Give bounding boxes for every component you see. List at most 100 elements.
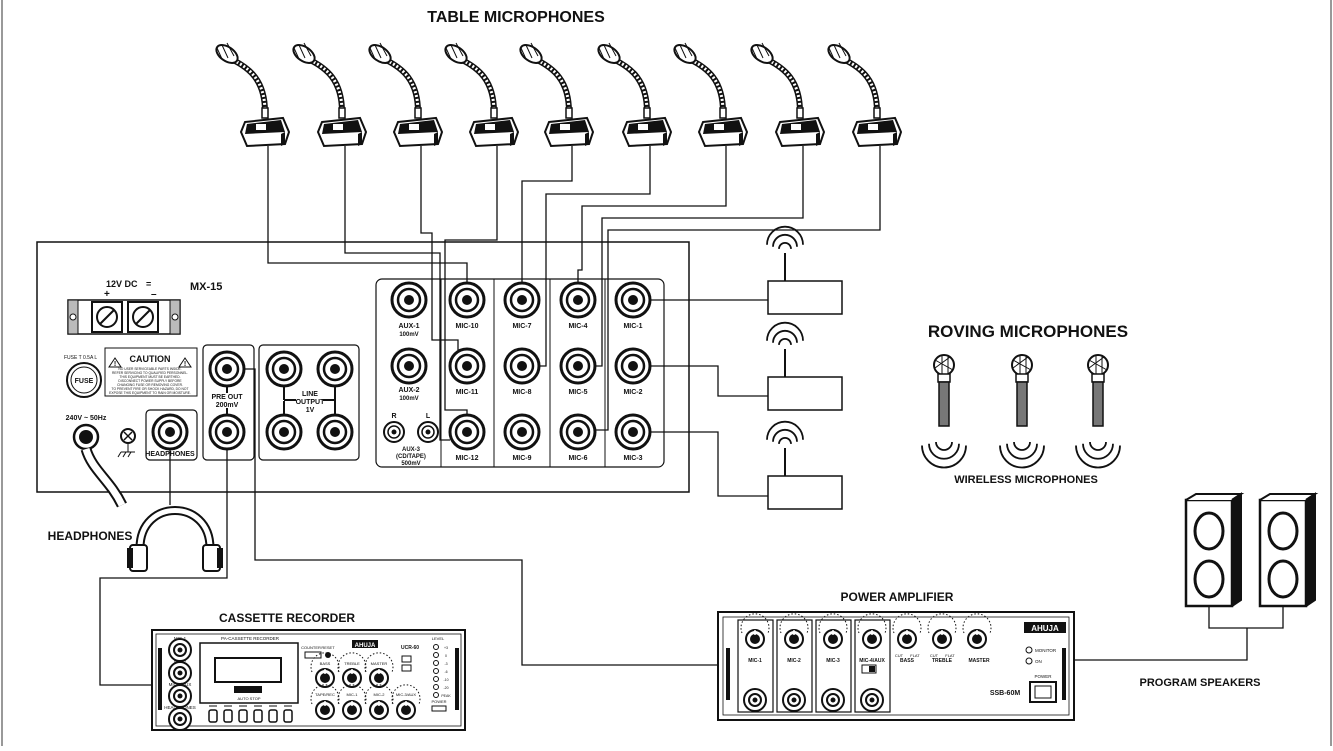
mic-jack-label: MIC-9 xyxy=(512,455,531,462)
caution-text-line: THIS EQUIPMENT MUST BE EARTHED. xyxy=(119,375,180,379)
cassette-counter: COUNTER xyxy=(301,645,321,650)
cassette-knob-label: MIC-3/AUX xyxy=(396,692,417,697)
amp-channel-label: MIC-2 xyxy=(787,658,801,664)
cassette-side-jack xyxy=(168,661,192,685)
mic-jack xyxy=(559,281,597,319)
table-mic xyxy=(215,42,291,148)
cassette-knob-label: MIC-1 xyxy=(347,692,359,697)
transport-key xyxy=(283,709,293,723)
cassette-model: UCR-60 xyxy=(401,645,419,651)
speaker-cables xyxy=(1074,606,1284,661)
aux1-level: 100mV xyxy=(399,332,418,338)
caution-text-line: CHANGING FUSE OR REMOVING COVER. xyxy=(117,383,183,387)
fuse-label: FUSE xyxy=(75,378,94,385)
level-led-label: -6 xyxy=(444,670,447,674)
amp-channel-jack xyxy=(821,688,845,712)
receiver-cable xyxy=(651,431,768,497)
level-led-label: -20 xyxy=(443,686,448,690)
input-section-box xyxy=(375,278,665,468)
mic-jack xyxy=(503,347,541,385)
fuse-holder: FUSE xyxy=(66,362,102,398)
mic-cable xyxy=(540,146,651,367)
caution-text-line: EXPOSE THIS EQUIPMENT TO RAIN OR MOISTUR… xyxy=(109,391,191,395)
aux3-sub: (CD/TAPE) xyxy=(396,454,426,460)
dc-terminal xyxy=(67,299,181,335)
mic-jack-label: MIC-11 xyxy=(456,389,479,396)
amp-channel-strip xyxy=(776,619,813,713)
wireless-receiver xyxy=(766,321,843,411)
level-led-label: PEAK xyxy=(441,694,451,698)
level-led-label: 0 xyxy=(445,654,447,658)
amp-channel-label: MIC-4/AUX xyxy=(859,658,885,664)
transport-key xyxy=(223,709,233,723)
transport-key xyxy=(268,709,278,723)
line-output-jack-3 xyxy=(265,413,303,451)
roving-microphones xyxy=(921,354,1121,469)
mic-jack xyxy=(614,413,652,451)
receiver-cables xyxy=(651,299,768,497)
roving-title: ROVING MICROPHONES xyxy=(928,322,1128,341)
transport-key xyxy=(253,709,263,723)
amp-monitor: MONITOR xyxy=(1035,648,1057,653)
cassette-power: POWER xyxy=(431,699,446,704)
mic-cable xyxy=(521,146,573,282)
roving-mic xyxy=(1075,354,1121,469)
dc-minus: – xyxy=(151,289,157,300)
headphones-jack xyxy=(151,413,189,451)
cassette-header: PA-CASSETTE RECORDER xyxy=(221,636,280,641)
line-output-label: LINE xyxy=(302,391,318,398)
cassette-recorder: PA-CASSETTE RECORDER AUTO STOP COUNTER R… xyxy=(151,629,466,731)
amp-treble-cut: CUT xyxy=(930,653,939,658)
amplifier-title: POWER AMPLIFIER xyxy=(841,590,954,604)
table-mic xyxy=(750,42,826,148)
line-output-jack-4 xyxy=(316,413,354,451)
cassette-autostop: AUTO STOP xyxy=(238,696,261,701)
amp-channel-strip xyxy=(737,619,774,713)
table-mic xyxy=(673,42,749,148)
mic-jack-label: MIC-7 xyxy=(512,323,531,330)
mic-cable xyxy=(267,146,468,282)
amp-channel-jack xyxy=(782,688,806,712)
caution-text-line: NO USER SERVICEABLE PARTS INSIDE. xyxy=(118,367,181,371)
mic-jack xyxy=(503,281,541,319)
mic-jack xyxy=(503,413,541,451)
mic-jack-label: MIC-4 xyxy=(568,323,587,330)
pre-out-level: 200mV xyxy=(216,402,239,409)
table-microphones xyxy=(215,42,903,148)
mic-jack xyxy=(559,347,597,385)
aux1-jack xyxy=(390,281,428,319)
amp-channel-jack xyxy=(860,688,884,712)
caution-text-line: DISCONNECT POWER SUPPLY BEFORE xyxy=(118,379,182,383)
mic-cable xyxy=(420,146,459,350)
table-mic xyxy=(827,42,903,148)
amp-model: SSB-60M xyxy=(990,690,1021,697)
level-led-label: +3 xyxy=(444,646,448,650)
preout-to-amplifier-cable xyxy=(245,368,725,666)
table-microphones-title: TABLE MICROPHONES xyxy=(427,9,605,26)
cassette-brand: AHUJA xyxy=(355,643,376,649)
table-mic xyxy=(597,42,673,148)
roving-mic xyxy=(921,354,967,469)
amp-treble: TREBLE xyxy=(932,658,953,664)
pre-out-label: PRE OUT xyxy=(211,394,243,401)
mic-jack-label: MIC-6 xyxy=(568,455,587,462)
aux3-l-jack xyxy=(417,421,439,443)
mic-cable xyxy=(344,146,450,441)
dc-label: 12V DC xyxy=(106,279,138,289)
wireless-receiver xyxy=(766,420,843,510)
amp-treble-flat: FLAT xyxy=(945,653,955,658)
table-mic xyxy=(444,42,520,148)
cassette-knob-label: BASS xyxy=(320,661,331,666)
aux2-jack xyxy=(390,347,428,385)
caution-text-line: REFER SERVICING TO QUALIFIED PERSONNEL. xyxy=(112,371,188,375)
level-led xyxy=(433,644,439,650)
caution-warn-right: ! xyxy=(184,361,186,368)
headphones-title: HEADPHONES xyxy=(48,529,133,543)
amp-channel-strip xyxy=(815,619,852,713)
cassette-knob-label: TAPE/REC xyxy=(315,692,335,697)
mains-label: 240V ~ 50Hz xyxy=(66,415,107,422)
earth-terminal xyxy=(117,428,136,458)
level-led xyxy=(433,684,439,690)
mic-cable xyxy=(596,146,804,367)
